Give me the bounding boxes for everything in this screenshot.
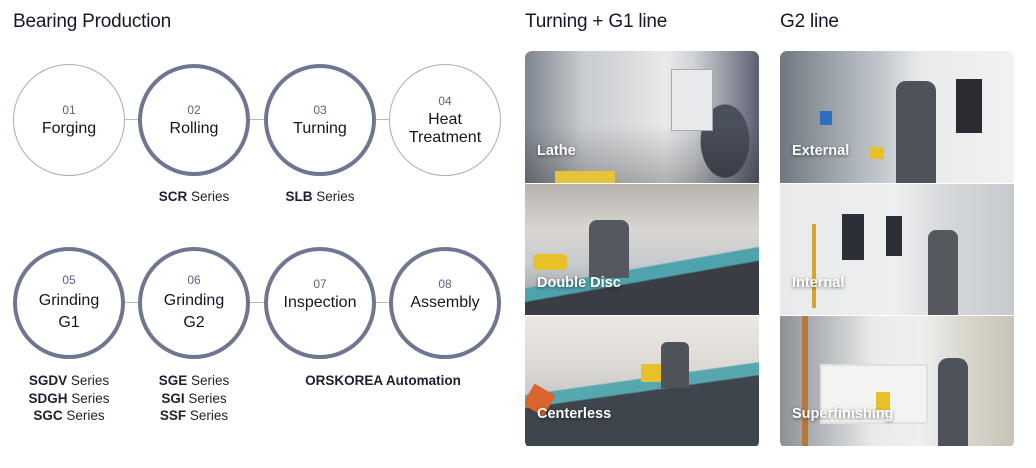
connector-02-03 xyxy=(249,119,265,120)
series-suffix: Series xyxy=(186,408,229,423)
yellow-part-shape xyxy=(876,392,890,410)
yellow-machine-shape xyxy=(533,254,567,270)
step-turning: 03 Turning xyxy=(264,64,376,176)
connector-05-06 xyxy=(124,302,140,303)
photo-caption: Centerless xyxy=(537,406,612,422)
machine-window-shape xyxy=(886,216,902,256)
step-name: Heat Treatment xyxy=(408,110,482,146)
worker-shape xyxy=(896,81,936,183)
series-suffix: Series xyxy=(312,189,355,204)
connector-03-04 xyxy=(374,119,390,120)
step-name: Rolling xyxy=(169,119,219,137)
step-inspection: 07 Inspection xyxy=(264,247,376,359)
yellow-tray-shape xyxy=(555,171,615,183)
series-code: SGC xyxy=(33,408,63,423)
yellow-machine-shape xyxy=(641,364,661,382)
step-number: 02 xyxy=(187,102,201,117)
g2-line-title: G2 line xyxy=(780,11,839,32)
step-grinding-g2: 06 Grinding G2 xyxy=(138,247,250,359)
series-code: SGI xyxy=(161,390,185,406)
series-code: SLB xyxy=(285,189,313,204)
photo-centerless: Centerless xyxy=(525,315,759,446)
step-number: 05 xyxy=(62,272,76,287)
step-name: Inspection xyxy=(283,293,357,311)
photo-caption: Lathe xyxy=(537,143,576,159)
series-code: SDGH xyxy=(28,390,68,406)
control-panel-shape xyxy=(956,79,982,133)
series-suffix: Series xyxy=(184,390,227,406)
step-number: 06 xyxy=(187,272,201,287)
photo-double-disc: Double Disc xyxy=(525,183,759,315)
turning-series: SLB Series xyxy=(264,188,376,206)
g2-line-photos: External Internal Superfinishing xyxy=(780,51,1014,448)
series-code: ORSKOREA Automation xyxy=(305,373,461,388)
lathe-machine-image xyxy=(525,51,759,183)
worker-shape xyxy=(661,342,689,388)
blue-machine-shape xyxy=(820,111,832,125)
worker-shape xyxy=(938,358,968,446)
step-number: 04 xyxy=(438,93,452,108)
step-name: Grinding G1 xyxy=(38,291,100,331)
machine-window-shape xyxy=(842,214,864,260)
photo-superfinishing: Superfinishing xyxy=(780,315,1014,446)
control-panel-shape xyxy=(671,69,713,131)
step-forging: 01 Forging xyxy=(13,64,125,176)
grinding-g2-series: SGE Series SGI Series SSF Series xyxy=(133,372,255,425)
bearing-production-title: Bearing Production xyxy=(13,11,172,32)
orange-post-shape xyxy=(802,316,808,446)
double-disc-machine-image xyxy=(525,184,759,315)
series-code: SSF xyxy=(159,408,187,423)
step-name: Turning xyxy=(293,119,347,137)
series-suffix: Series xyxy=(62,408,105,423)
inspection-assembly-series: ORSKOREA Automation xyxy=(264,372,502,390)
photo-caption: External xyxy=(792,143,850,159)
yellow-bin-shape xyxy=(870,147,884,159)
step-name: Forging xyxy=(41,119,97,137)
g1-line-title: Turning + G1 line xyxy=(525,11,668,32)
series-code: SGE xyxy=(158,373,188,388)
worker-shape xyxy=(589,220,629,278)
step-number: 08 xyxy=(438,276,452,291)
g1-line-photos: Lathe Double Disc Centerless xyxy=(525,51,759,448)
photo-internal: Internal xyxy=(780,183,1014,315)
grinding-g1-series: SGDV Series SDGH Series SGC Series xyxy=(8,372,130,425)
step-rolling: 02 Rolling xyxy=(138,64,250,176)
photo-caption: Internal xyxy=(792,275,845,291)
step-grinding-g1: 05 Grinding G1 xyxy=(13,247,125,359)
series-suffix: Series xyxy=(187,189,230,204)
step-heat-treatment: 04 Heat Treatment xyxy=(389,64,501,176)
step-name: Assembly xyxy=(410,293,480,311)
series-suffix: Series xyxy=(67,390,110,406)
air-hose-shape xyxy=(812,224,816,308)
series-suffix: Series xyxy=(187,373,230,388)
photo-caption: Superfinishing xyxy=(792,406,894,422)
photo-lathe: Lathe xyxy=(525,51,759,183)
step-number: 07 xyxy=(313,276,327,291)
rolling-series: SCR Series xyxy=(138,188,250,206)
photo-external: External xyxy=(780,51,1014,183)
step-assembly: 08 Assembly xyxy=(389,247,501,359)
worker-shape xyxy=(928,230,958,315)
connector-01-02 xyxy=(124,119,140,120)
step-number: 03 xyxy=(313,102,327,117)
connector-07-08 xyxy=(374,302,390,303)
step-number: 01 xyxy=(62,102,76,117)
series-suffix: Series xyxy=(67,373,110,388)
series-code: SGDV xyxy=(28,373,68,388)
step-name: Grinding G2 xyxy=(163,291,225,331)
photo-caption: Double Disc xyxy=(537,275,621,291)
machine-enclosure-shape xyxy=(820,364,928,424)
series-code: SCR xyxy=(158,189,188,204)
connector-06-07 xyxy=(249,302,265,303)
